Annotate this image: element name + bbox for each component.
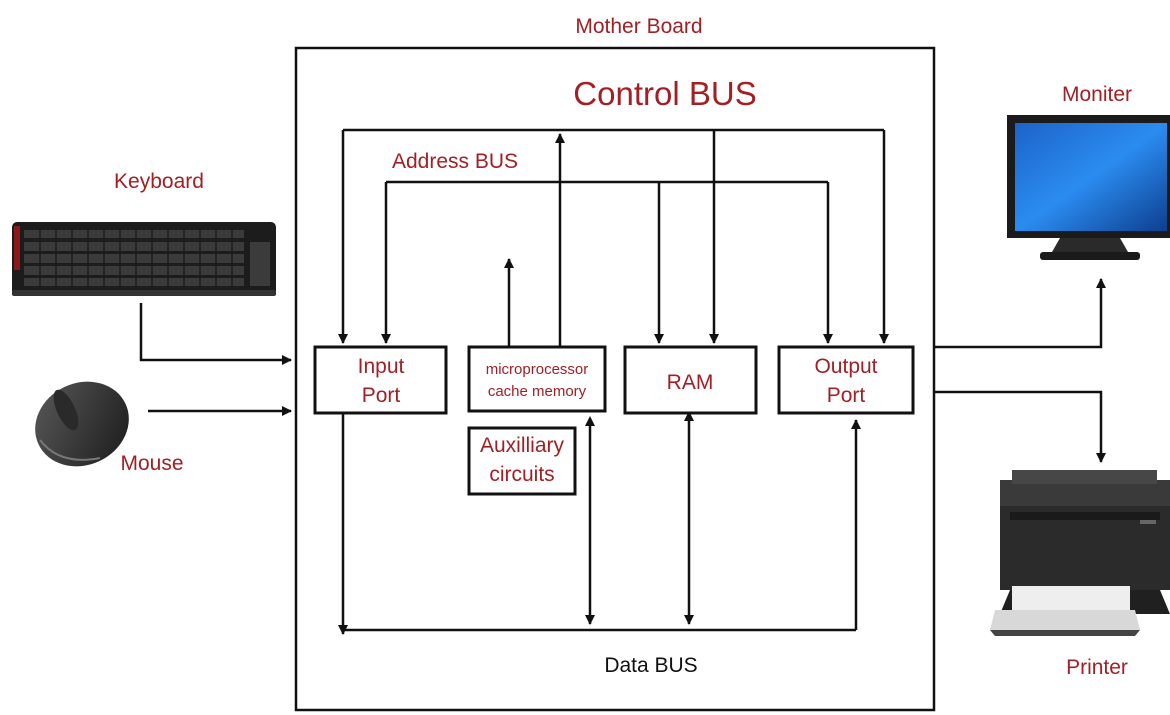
auxiliary-line2: circuits <box>489 463 554 486</box>
mouse-icon <box>35 381 129 467</box>
printer-icon <box>990 470 1170 636</box>
microprocessor-line2: cache memory <box>488 383 587 400</box>
motherboard-frame <box>294 46 936 712</box>
output-device-lines <box>934 278 1106 463</box>
address-bus-lines <box>381 180 833 344</box>
input-port-box: Input Port <box>313 345 448 415</box>
motherboard-label: Mother Board <box>575 15 702 38</box>
auxiliary-line1: Auxilliary <box>480 434 565 457</box>
address-bus-label: Address BUS <box>392 150 518 173</box>
microprocessor-box: microprocessor cache memory <box>467 345 607 413</box>
monitor-label: Moniter <box>1062 83 1132 106</box>
keyboard-label: Keyboard <box>114 170 204 193</box>
monitor-icon <box>1007 115 1170 260</box>
microprocessor-line1: microprocessor <box>486 361 589 378</box>
output-port-line1: Output <box>814 355 877 378</box>
output-port-line2: Port <box>827 384 866 407</box>
data-bus-lines <box>338 411 861 635</box>
keyboard-icon <box>12 222 276 296</box>
mouse-label: Mouse <box>120 452 183 475</box>
input-port-line1: Input <box>358 355 405 378</box>
auxiliary-circuits-box: Auxilliary circuits <box>467 426 577 496</box>
control-bus-lines <box>338 128 889 347</box>
printer-label: Printer <box>1066 656 1128 679</box>
input-device-lines <box>139 303 292 416</box>
input-port-line2: Port <box>362 384 401 407</box>
ram-box: RAM <box>623 345 758 415</box>
ram-label: RAM <box>667 371 714 394</box>
data-bus-label: Data BUS <box>604 654 697 677</box>
output-port-box: Output Port <box>777 345 915 415</box>
control-bus-label: Control BUS <box>573 75 756 112</box>
